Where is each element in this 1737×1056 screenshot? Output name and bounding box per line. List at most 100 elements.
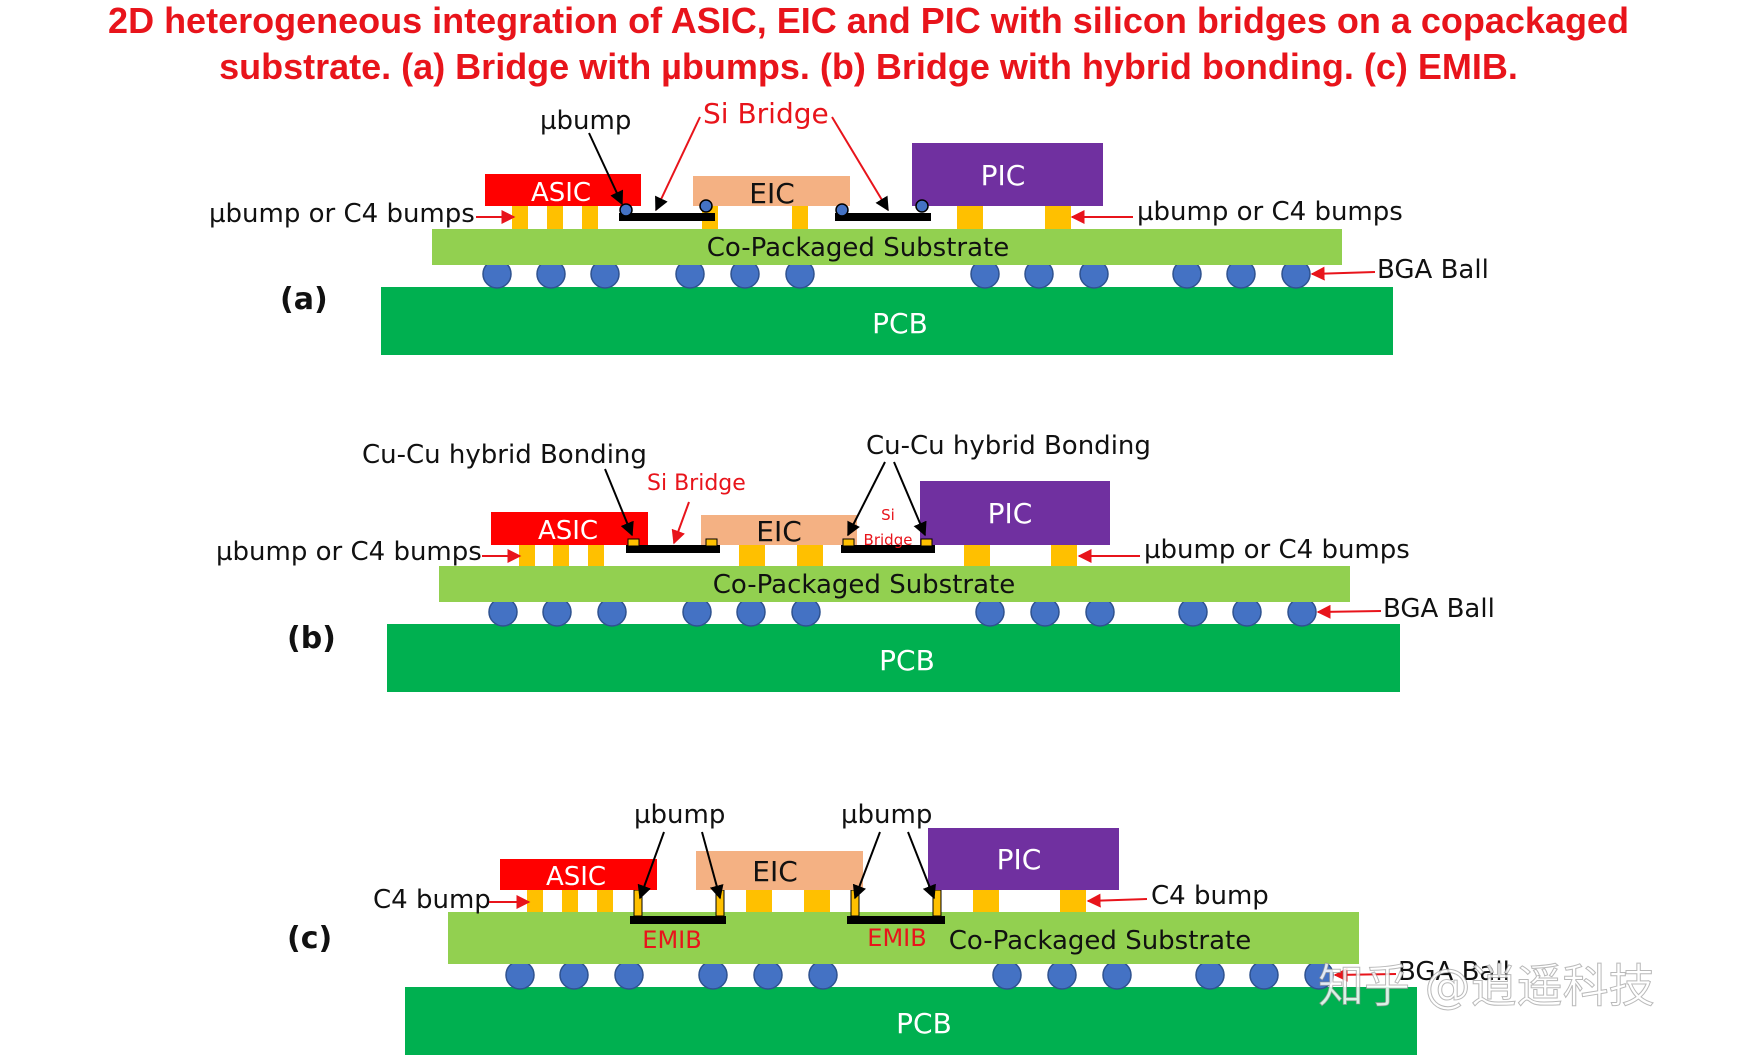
bga-ball xyxy=(682,597,712,627)
asic-label: ASIC xyxy=(538,516,598,546)
si-bridge-label: Si Bridge xyxy=(647,471,746,496)
pcb-label: PCB xyxy=(872,307,928,340)
bga-ball xyxy=(614,960,644,990)
ubump-left-label: µbump xyxy=(634,800,725,830)
c4-bumps xyxy=(519,545,1077,566)
panel-b: PCB Co-Packaged Substrate xyxy=(216,431,1495,692)
bga-arrow xyxy=(1333,967,1397,982)
si-bridge-small-label: Bridge xyxy=(864,531,913,549)
emib-label: EMIB xyxy=(642,926,701,954)
bga-arrow xyxy=(1316,604,1382,619)
micro-bumps xyxy=(619,199,929,217)
bga-ball xyxy=(559,960,589,990)
bumps-right-label: µbump or C4 bumps xyxy=(1137,197,1403,227)
bga-label: BGA Ball xyxy=(1383,594,1495,624)
bga-balls xyxy=(505,960,1334,990)
emib-bridge xyxy=(630,916,726,924)
bga-ball xyxy=(1249,960,1279,990)
si-bridge xyxy=(841,545,935,553)
bga-ball xyxy=(542,597,572,627)
panel-a: PCB Co-Packaged Substrate xyxy=(209,97,1489,355)
panel-label: (b) xyxy=(287,621,336,656)
bga-ball xyxy=(1178,597,1208,627)
micro-bumps xyxy=(633,889,942,917)
bga-ball xyxy=(736,597,766,627)
ubump-right-pointer xyxy=(852,831,881,900)
bga-ball xyxy=(1047,960,1077,990)
pic-die xyxy=(928,828,1119,890)
panel-label: (c) xyxy=(287,921,332,956)
pic-die xyxy=(920,481,1110,545)
bga-label: BGA Ball xyxy=(1377,255,1489,285)
c4-bump-right-arrow xyxy=(1086,893,1148,908)
c4-bump-right-label: C4 bump xyxy=(1151,881,1269,911)
bga-ball xyxy=(698,960,728,990)
co-packaged-substrate xyxy=(432,229,1342,265)
co-packaged-substrate xyxy=(439,566,1350,602)
bumps-right-label: µbump or C4 bumps xyxy=(1144,535,1410,565)
figure-title-line-1: 2D heterogeneous integration of ASIC, EI… xyxy=(108,0,1629,41)
hybrid-bonding-right-pointer xyxy=(847,461,886,537)
emib-bridge xyxy=(847,916,945,924)
asic-label: ASIC xyxy=(531,178,591,208)
bga-ball xyxy=(1085,597,1115,627)
bga-ball xyxy=(1232,597,1262,627)
bga-ball xyxy=(791,597,821,627)
bga-ball xyxy=(975,597,1005,627)
panel-c: PCB Co-Packaged Substrate EMIB EMIB xyxy=(287,800,1510,1055)
bga-label: BGA Ball xyxy=(1398,957,1510,987)
bga-ball xyxy=(1030,597,1060,627)
bga-balls xyxy=(488,597,1317,627)
bga-ball xyxy=(1287,597,1317,627)
bga-ball xyxy=(597,597,627,627)
ubump-right-pointer xyxy=(907,831,936,900)
bga-arrow xyxy=(1310,266,1376,281)
watermark: 知乎 @逍遥科技 xyxy=(1318,959,1655,1013)
bga-ball xyxy=(505,960,535,990)
emib-label: EMIB xyxy=(867,924,926,952)
hybrid-bonding-right-pointer xyxy=(893,461,927,537)
pic-label: PIC xyxy=(981,159,1026,192)
c4-bumps xyxy=(527,890,1086,912)
substrate-label: Co-Packaged Substrate xyxy=(713,570,1016,600)
si-bridge-pointer xyxy=(671,501,690,545)
substrate-label: Co-Packaged Substrate xyxy=(707,233,1010,263)
pcb-label: PCB xyxy=(896,1007,952,1040)
asic-die xyxy=(500,859,657,890)
bumps-left-label: µbump or C4 bumps xyxy=(209,199,475,229)
ubump-label: µbump xyxy=(540,106,631,136)
ubump-left-pointer xyxy=(637,831,665,900)
panel-label: (a) xyxy=(280,282,328,317)
si-bridge xyxy=(626,545,720,553)
pic-die xyxy=(912,143,1103,206)
si-bridge-pointer xyxy=(831,116,889,212)
hybrid-bonding-left-label: Cu-Cu hybrid Bonding xyxy=(362,440,647,470)
si-bridge xyxy=(835,213,931,221)
bga-ball xyxy=(1102,960,1132,990)
si-bridge xyxy=(619,213,715,221)
asic-label: ASIC xyxy=(546,862,606,892)
bga-ball xyxy=(992,960,1022,990)
si-bridge-pointer xyxy=(655,116,701,212)
bga-ball xyxy=(753,960,783,990)
si-bridge-small-label: Si xyxy=(881,506,895,524)
bumps-left-label: µbump or C4 bumps xyxy=(216,537,482,567)
ubump-right-label: µbump xyxy=(841,800,932,830)
pic-label: PIC xyxy=(997,843,1042,876)
bga-ball xyxy=(1195,960,1225,990)
hybrid-bonding-left-pointer xyxy=(604,468,634,537)
bga-ball xyxy=(808,960,838,990)
eic-label: EIC xyxy=(756,515,802,548)
pcb xyxy=(405,987,1417,1055)
c4-bump-left-label: C4 bump xyxy=(373,885,491,915)
eic-die xyxy=(696,851,863,890)
ubump-left-pointer xyxy=(701,831,724,900)
c4-bumps xyxy=(512,206,1071,229)
bga-ball xyxy=(488,597,518,627)
eic-label: EIC xyxy=(752,855,798,888)
si-bridge-label: Si Bridge xyxy=(703,97,829,130)
pcb xyxy=(381,287,1393,355)
figure-title-line-2: substrate. (a) Bridge with µbumps. (b) B… xyxy=(219,46,1518,87)
hybrid-bonding-right-label: Cu-Cu hybrid Bonding xyxy=(866,431,1151,461)
